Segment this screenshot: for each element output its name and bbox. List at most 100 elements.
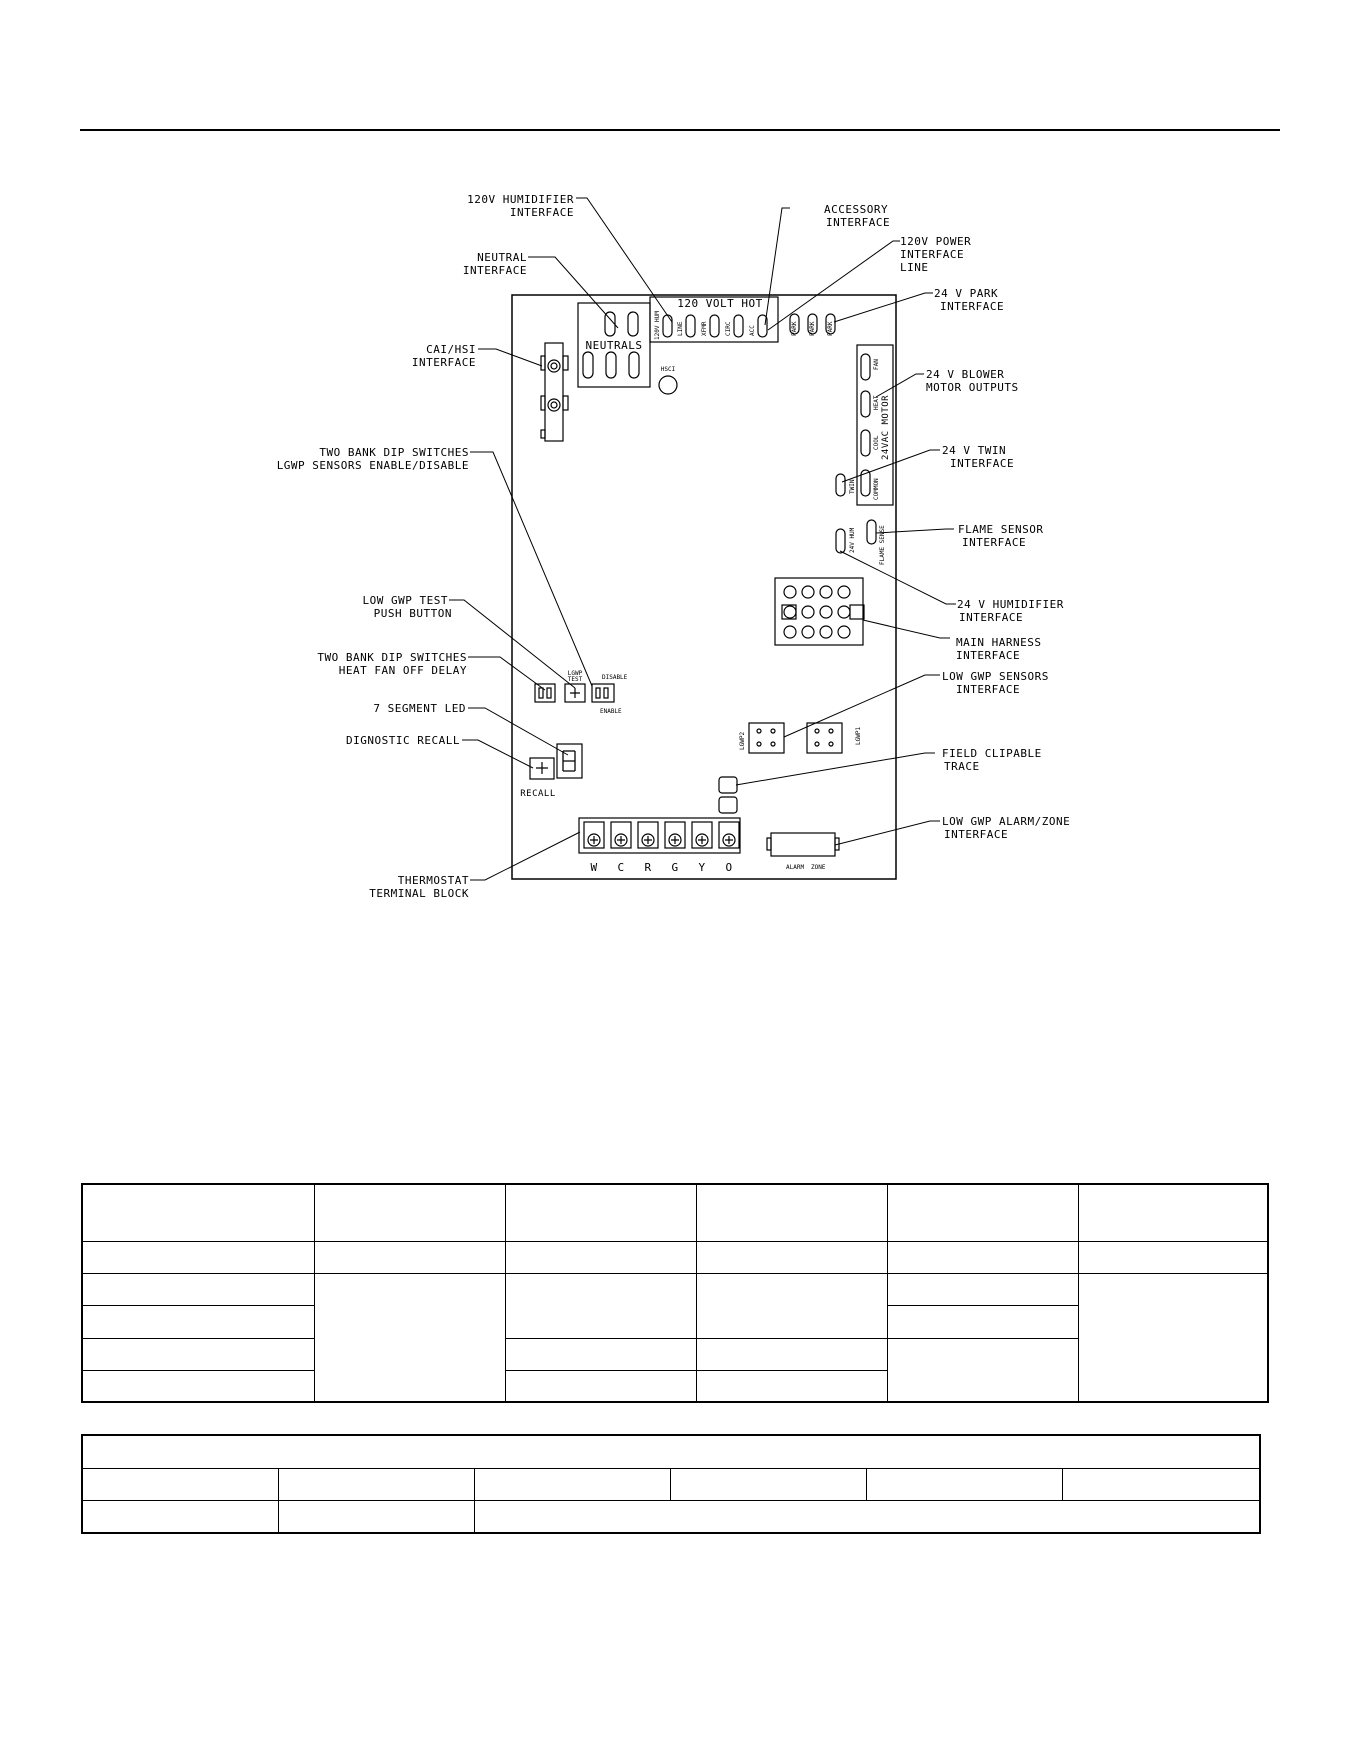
callout-24v-twin: INTERFACE (950, 457, 1014, 470)
table-cell (313, 1183, 506, 1243)
callout-24v-twin: 24 V TWIN (942, 444, 1006, 457)
callout-120v-power: LINE (900, 261, 929, 274)
neutral-terminals (582, 311, 640, 379)
lgwp2-connector (748, 722, 785, 754)
table-cell (313, 1272, 506, 1403)
recall-button (529, 757, 555, 780)
table-cell (81, 1434, 1261, 1469)
alarm-zone-connector (766, 832, 840, 857)
park-terminal-label: PARK (827, 321, 834, 336)
hot-block (649, 296, 779, 343)
table-cell (81, 1370, 315, 1403)
table-cell (313, 1241, 506, 1274)
callout-accessory: ACCESSORY (824, 203, 888, 216)
motor-terminal-label: FAN (873, 359, 880, 370)
table-cell (81, 1467, 279, 1501)
cai-hsi-connector (540, 342, 569, 442)
callout-alarm-zone: LOW GWP ALARM/ZONE (942, 815, 1070, 828)
callout-120v-power: 120V POWER (900, 235, 971, 248)
table-cell (81, 1499, 279, 1534)
park-terminals (789, 313, 836, 335)
volt-hot-label: 120 VOLT HOT (677, 297, 762, 310)
table-cell (504, 1183, 697, 1243)
table-cell (695, 1241, 888, 1274)
motor-terminal-label: COOL (873, 435, 880, 450)
hot-terminals (662, 314, 768, 338)
table-cell (473, 1467, 671, 1501)
table-cell (695, 1337, 888, 1372)
callout-low-gwp-test: PUSH BUTTON (374, 607, 452, 620)
csa-mark-icon (658, 375, 678, 395)
table-cell (81, 1272, 315, 1307)
callout-field-trace: TRACE (944, 760, 980, 773)
callout-24v-park: INTERFACE (940, 300, 1004, 313)
table-cell (81, 1241, 315, 1274)
table-cell (473, 1499, 1261, 1534)
hot-terminal-label: CIRC (725, 321, 732, 336)
callout-dip-heat: TWO BANK DIP SWITCHES (317, 651, 467, 664)
hot-terminal-label: 120V HUM (654, 311, 661, 340)
callout-120v-humidifier: 120V HUMIDIFIER (467, 193, 574, 206)
table-cell (886, 1272, 1079, 1307)
callout-flame-sensor: INTERFACE (962, 536, 1026, 549)
callout-24v-humidifier: 24 V HUMIDIFIER (957, 598, 1064, 611)
table-cell (695, 1183, 888, 1243)
table-cell (1061, 1467, 1261, 1501)
header-rule (80, 129, 1280, 131)
alarm-label: ALARM (786, 864, 804, 871)
callout-diagnostic-recall: DIGNOSTIC RECALL (346, 734, 460, 747)
callout-dip-lgwp: LGWP SENSORS ENABLE/DISABLE (277, 459, 469, 472)
park-terminal-label: PARK (791, 321, 798, 336)
board-labels: NEUTRALS 120 VOLT HOT 120V HUM LINE XFMR… (520, 297, 891, 874)
callout-main-harness: INTERFACE (956, 649, 1020, 662)
motor-block-label: 24VAC MOTOR (881, 395, 891, 460)
table-cell (504, 1370, 697, 1403)
callout-alarm-zone: INTERFACE (944, 828, 1008, 841)
table-cell (886, 1183, 1079, 1243)
table-cell (1077, 1241, 1269, 1274)
table-cell (504, 1272, 697, 1339)
callout-labels: 120V HUMIDIFIER INTERFACE NEUTRAL INTERF… (277, 193, 1070, 900)
table-cell (81, 1337, 315, 1372)
lgwp-enable-dip-switch (591, 683, 615, 703)
terminal-label-c: C (617, 861, 624, 874)
table-cell (81, 1305, 315, 1339)
motor-block (856, 344, 894, 506)
callout-low-gwp-sensors: LOW GWP SENSORS (942, 670, 1049, 683)
hum24-label: 24V HUM (849, 527, 856, 553)
terminal-label-w: W (590, 861, 597, 874)
common-label: COMMON (873, 478, 880, 500)
callout-cai-hsi: INTERFACE (412, 356, 476, 369)
lgwp1-label: LGWP1 (855, 727, 862, 745)
terminal-label-o: O (725, 861, 732, 874)
park-terminal-label: PARK (809, 321, 816, 336)
callout-cai-hsi: CAI/HSI (426, 343, 476, 356)
callout-24v-blower: MOTOR OUTPUTS (926, 381, 1019, 394)
table-upper (81, 1183, 1269, 1403)
table-lower (81, 1434, 1262, 1534)
zone-label: ZONE (811, 864, 826, 871)
callout-low-gwp-test: LOW GWP TEST (363, 594, 448, 607)
callout-120v-power: INTERFACE (900, 248, 964, 261)
callout-neutral: NEUTRAL (477, 251, 527, 264)
callout-low-gwp-sensors: INTERFACE (956, 683, 1020, 696)
table-cell (886, 1305, 1079, 1339)
terminal-label-g: G (671, 861, 678, 874)
twin-label: TWIN (849, 479, 856, 494)
neutrals-block (577, 302, 651, 388)
callout-flame-sensor: FLAME SENSOR (958, 523, 1043, 536)
field-trace-pad-top (718, 776, 738, 794)
hsci-label: HSCI (661, 366, 676, 373)
disable-label: DISABLE (602, 674, 628, 681)
table-cell (1077, 1272, 1269, 1403)
table-cell (504, 1337, 697, 1372)
lgwp-test-label: LGWP (568, 670, 583, 677)
lgwp2-label: LGWP2 (739, 732, 746, 750)
callout-7-segment-led: 7 SEGMENT LED (373, 702, 466, 715)
seven-segment-display (556, 743, 583, 779)
callout-thermostat: TERMINAL BLOCK (369, 887, 469, 900)
flame-sense-label: FLAME SENSE (879, 525, 886, 565)
table-cell (277, 1499, 475, 1534)
hot-terminal-label: XFMR (701, 321, 708, 336)
